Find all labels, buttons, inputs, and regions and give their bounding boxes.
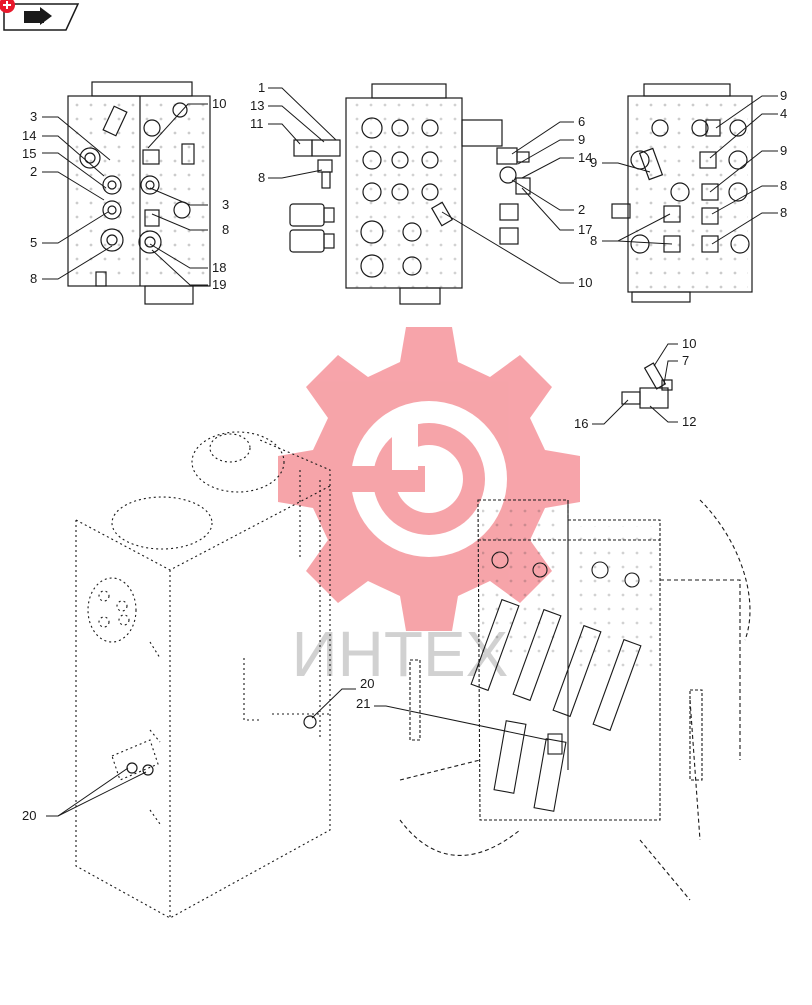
- callout-fitting-2: 7: [682, 353, 689, 368]
- callout-main-2: 21: [356, 696, 370, 711]
- header-tab[interactable]: [3, 3, 80, 31]
- callout-center-10: 10: [578, 275, 592, 290]
- callout-left-7: 10: [212, 96, 226, 111]
- callout-left-3: 15: [22, 146, 36, 161]
- callout-right-3: 9: [780, 143, 787, 158]
- leader-lines: [42, 87, 778, 817]
- watermark-text: ИНТЕХ: [292, 618, 509, 690]
- callout-right-7: 8: [590, 233, 597, 248]
- callout-left-8: 3: [222, 197, 229, 212]
- callout-right-1: 9: [780, 88, 787, 103]
- callout-left-2: 14: [22, 128, 36, 143]
- callout-center-6: 9: [578, 132, 585, 147]
- callout-center-2: 13: [250, 98, 264, 113]
- callout-left-10: 18: [212, 260, 226, 275]
- callout-numbers-right: 9 4 9 9 8 8 8: [590, 88, 787, 248]
- control-valve-assembly: [399, 499, 751, 901]
- callout-right-4: 9: [590, 155, 597, 170]
- callout-numbers-main: 20 21 20: [22, 676, 374, 823]
- callout-numbers-left: 3 14 15 2 5 8 10 3 8 18 19: [22, 96, 229, 292]
- callout-center-9: 17: [578, 222, 592, 237]
- tee-fitting-detail: [621, 362, 673, 409]
- callout-left-4: 2: [30, 164, 37, 179]
- tank-ports: [126, 715, 317, 776]
- callout-fitting-4: 12: [682, 414, 696, 429]
- hydraulic-tank: [75, 431, 331, 919]
- plus-icon[interactable]: [0, 0, 15, 13]
- callout-fitting-1: 10: [682, 336, 696, 351]
- callout-right-5: 8: [780, 178, 787, 193]
- callout-right-6: 8: [780, 205, 787, 220]
- callout-center-1: 1: [258, 80, 265, 95]
- valve-block-left: [67, 81, 211, 305]
- callout-left-5: 5: [30, 235, 37, 250]
- callout-center-4: 8: [258, 170, 265, 185]
- callout-center-7: 14: [578, 150, 592, 165]
- callout-fitting-3: 16: [574, 416, 588, 431]
- callout-center-8: 2: [578, 202, 585, 217]
- callout-numbers-fitting: 10 7 16 12: [574, 336, 696, 431]
- callout-main-1: 20: [360, 676, 374, 691]
- arrow-right-icon: [24, 7, 52, 25]
- callout-left-11: 19: [212, 277, 226, 292]
- callout-center-5: 6: [578, 114, 585, 129]
- callout-left-6: 8: [30, 271, 37, 286]
- callout-numbers-center: 1 13 11 8 6 9 14 2 17 10: [250, 80, 592, 290]
- callout-center-3: 11: [250, 116, 264, 131]
- callout-left-1: 3: [30, 109, 37, 124]
- callout-main-3: 20: [22, 808, 36, 823]
- valve-block-right: [611, 83, 753, 303]
- callout-right-2: 4: [780, 106, 787, 121]
- valve-block-center: [289, 83, 531, 305]
- callout-left-9: 8: [222, 222, 229, 237]
